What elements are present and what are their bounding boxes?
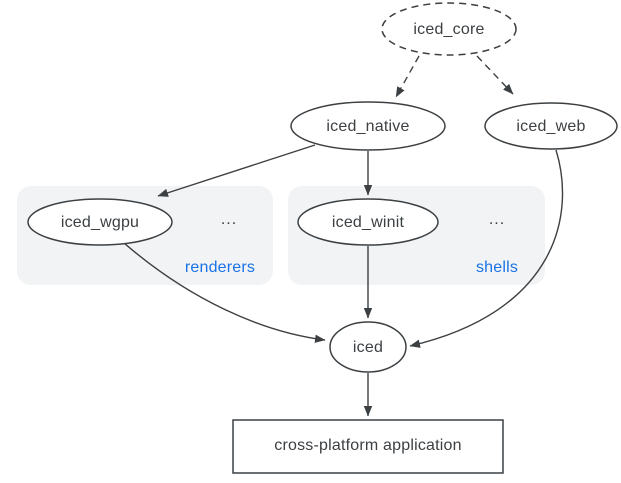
node-shape-iced	[329, 321, 407, 373]
group-label-renderers: renderers	[184, 259, 256, 276]
node-label-iced: iced	[352, 339, 384, 356]
node-label-iced-web: iced_web	[516, 118, 586, 135]
node-label-iced-winit: iced_winit	[331, 214, 405, 231]
node-shape-app	[232, 419, 504, 474]
shells-ellipsis: ...	[488, 211, 506, 228]
node-shape-iced-winit	[297, 198, 439, 246]
node-shape-iced-core	[381, 2, 517, 56]
node-shape-iced-native	[290, 101, 446, 151]
node-shape-iced-wgpu	[27, 198, 173, 246]
edge-iced-web-to-iced	[409, 149, 564, 348]
node-label-iced-native: iced_native	[326, 118, 410, 135]
group-label-shells: shells	[475, 259, 519, 276]
edge-iced-native-to-iced-wgpu	[157, 144, 316, 197]
node-label-iced-wgpu: iced_wgpu	[60, 214, 140, 231]
edge-iced-core-to-iced-native	[395, 55, 420, 98]
edge-iced-core-to-iced-web	[476, 55, 514, 95]
renderers-ellipsis: ...	[220, 211, 238, 228]
node-label-app: cross-platform application	[274, 437, 462, 454]
edge-iced-wgpu-to-iced	[123, 242, 326, 343]
node-shape-iced-web	[484, 102, 618, 150]
node-label-iced-core: iced_core	[413, 21, 485, 38]
